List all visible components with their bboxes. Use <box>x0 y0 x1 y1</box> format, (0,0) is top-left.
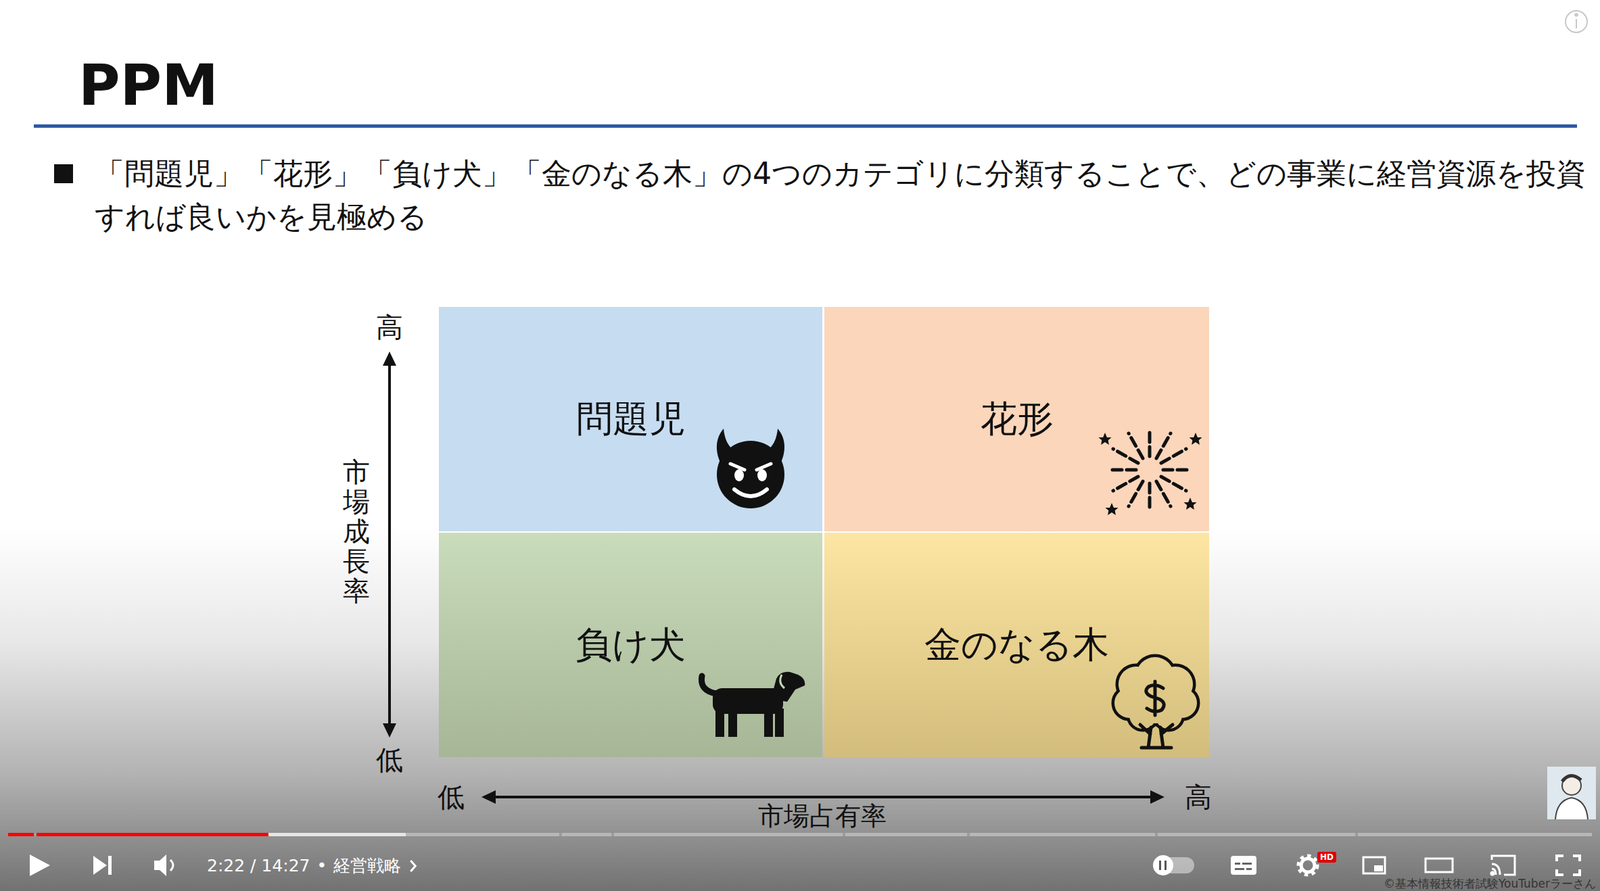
hd-badge-ground <box>1317 852 1337 863</box>
quadrant-label: 金のなる木 <box>924 623 1110 668</box>
presenter-avatar <box>1547 766 1596 820</box>
quadrant-label: 花形 <box>980 397 1054 442</box>
play-button <box>29 854 51 877</box>
money-tree-icon <box>1114 657 1197 748</box>
axis-tick: 高 <box>1184 781 1212 814</box>
miniplayer-button <box>1363 857 1385 874</box>
chapter-chevron <box>410 860 416 872</box>
autoplay-toggle <box>1153 855 1195 876</box>
quadrant-fill <box>438 307 823 532</box>
quadrant-fill <box>824 532 1210 758</box>
axis-tick: 低 <box>375 743 404 777</box>
slide-title: PPM <box>78 51 219 120</box>
next-button <box>93 856 112 876</box>
title-rule <box>33 124 1578 128</box>
bullet-text: 「問題児」「花形」「負け犬」「金のなる木」の4つのカテゴリに分類することで、どの… <box>94 152 1590 239</box>
quadrant-box: 問題児 <box>438 307 823 532</box>
hd-badge: HD <box>1320 852 1334 863</box>
info-icon <box>1565 10 1588 33</box>
quadrant-label: 負け犬 <box>575 623 686 668</box>
dog-icon <box>701 672 805 738</box>
progress-bar <box>8 833 1592 837</box>
quadrant-box: 金のなる木 <box>824 532 1210 758</box>
axis-title: 市場占有率 <box>758 801 887 833</box>
theater-button <box>1425 858 1453 873</box>
settings-button <box>1299 856 1317 875</box>
growth-axis-arrow <box>382 351 397 738</box>
fullscreen-button <box>1556 856 1580 876</box>
axis-tick: 低 <box>437 781 465 814</box>
separator-dot: • <box>317 856 328 877</box>
axis-title: 市場成長率 <box>342 457 370 606</box>
axis-tick: 高 <box>375 311 404 344</box>
bullet-square <box>54 164 74 184</box>
watermark: ©基本情報技術者試験YouTuberラーさん <box>1383 877 1596 891</box>
quadrant-fill <box>438 532 823 758</box>
cast-button <box>1491 856 1515 876</box>
quadrant-box: 負け犬 <box>438 532 823 758</box>
subtitles-button <box>1230 856 1257 876</box>
quadrant-box: 花形 <box>824 307 1210 532</box>
time-display: 2:22 / 14:27 <box>206 856 311 877</box>
chapter-title: 経営戦略 <box>333 856 402 877</box>
firework-stars <box>1098 432 1203 516</box>
quadrant-fill <box>824 307 1210 532</box>
quadrant-label: 問題児 <box>576 397 686 442</box>
volume-button <box>154 854 174 877</box>
devil-icon <box>716 428 785 509</box>
fireworks-icon <box>1107 428 1192 512</box>
